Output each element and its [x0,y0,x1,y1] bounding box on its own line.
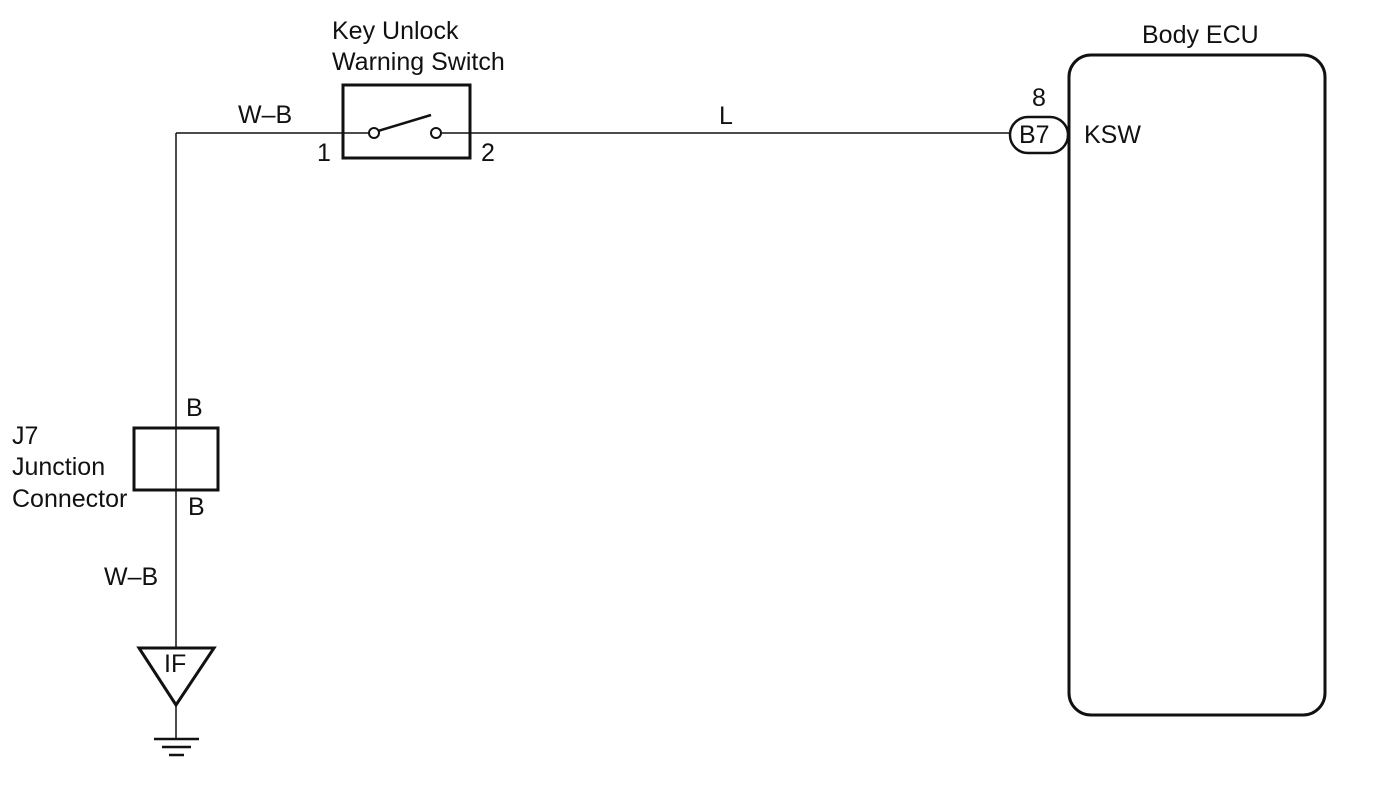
junction-pin-bottom: B [188,493,205,521]
ecu-box [1067,53,1327,717]
connector-b7-outline [1008,115,1070,155]
switch-body [341,83,472,160]
junction-title-line1: J7 [12,422,38,450]
junction-title-line3: Connector [12,485,127,513]
switch-pin-2: 2 [481,139,495,167]
connector-b7-label: B7 [1019,121,1050,149]
ground-triangle [136,646,217,708]
ground-label: IF [164,650,186,678]
ground-point-if: IF [136,646,217,757]
switch-contact-left [368,127,380,139]
ecu-terminal-ksw: KSW [1084,121,1141,149]
key-unlock-warning-switch: Key Unlock Warning Switch 1 2 [317,17,505,167]
body-ecu: Body ECU B7 8 KSW [1008,21,1327,717]
switch-blade [377,113,432,133]
junction-title-line2: Junction [12,453,105,481]
junction-box [132,426,220,492]
wire-color-bottom-left: W–B [104,563,158,591]
wire-color-top-left: W–B [238,101,292,129]
junction-connector-j7: J7 Junction Connector B B [12,394,220,521]
junction-pin-top: B [186,394,203,422]
ecu-pin-number: 8 [1032,84,1046,112]
switch-title-line1: Key Unlock [332,17,459,45]
ecu-title: Body ECU [1142,21,1259,49]
switch-title-line2: Warning Switch [332,48,505,76]
wire-color-top-right: L [719,102,733,130]
switch-contact-right [430,127,442,139]
switch-pin-1: 1 [317,139,331,167]
ground-icon [154,737,199,757]
